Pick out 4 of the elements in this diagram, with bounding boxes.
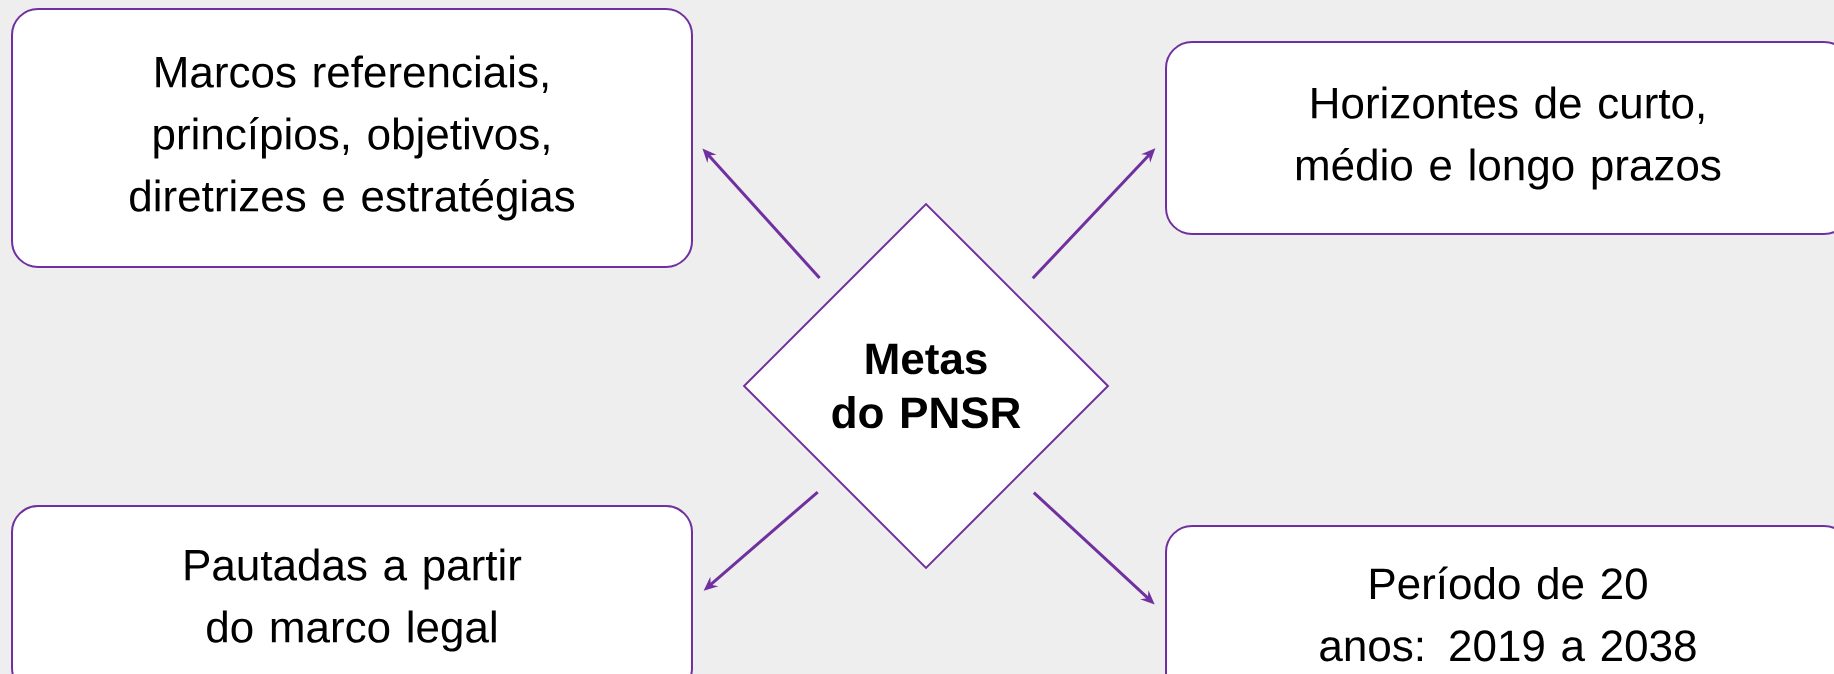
text-box: Marcos referenciais, princípios, objetivos, diretrizes e estratégias — [11, 8, 693, 268]
text-box: Horizontes de curto, médio e longo prazos — [1165, 41, 1834, 235]
text-box: Pautadas a partir do marco legal — [11, 505, 693, 674]
text-box: Período de 20 anos: 2019 a 2038 — [1165, 525, 1834, 674]
